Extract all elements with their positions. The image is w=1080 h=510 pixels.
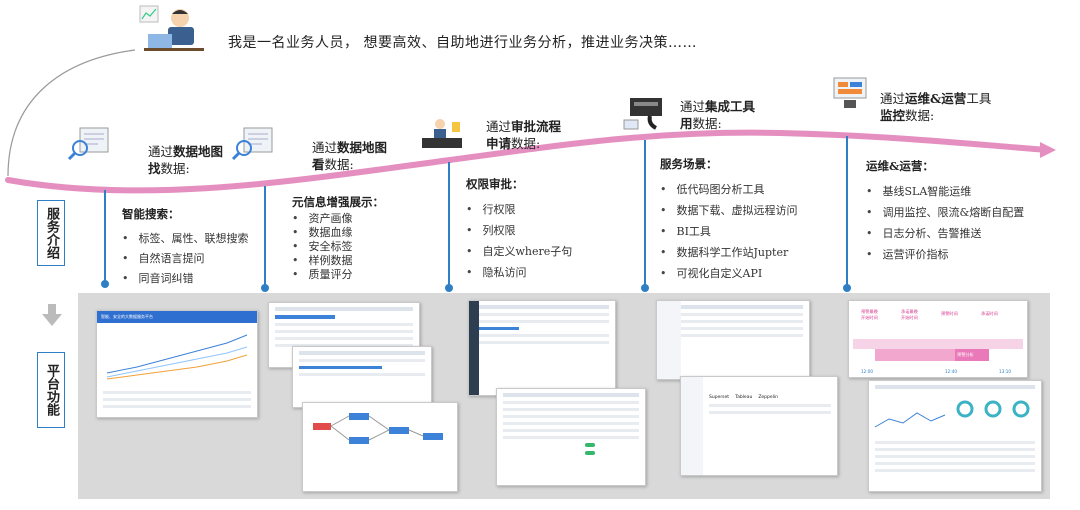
timeline-dot-3	[445, 284, 453, 292]
list-item: 自定义where子句	[466, 241, 573, 262]
stage-title-find: 通过数据地图找数据:	[148, 144, 224, 176]
timeline-dot-4	[641, 284, 649, 292]
stage-details-find: 智能搜索： 标签、属性、联想搜索 自然语言提问 同音词纠错	[122, 206, 249, 289]
screenshot-approval-flow	[468, 300, 616, 396]
list-item: 可视化自定义API	[660, 263, 798, 284]
list-item: 低代码图分析工具	[660, 179, 798, 200]
list-item: 标签、属性、联想搜索	[122, 229, 249, 249]
map-view-illustration	[230, 126, 274, 164]
screenshot-permission-table	[496, 388, 646, 486]
timeline-line-2	[264, 186, 266, 286]
list-item: 同音词纠错	[122, 269, 249, 289]
map-search-illustration	[66, 126, 110, 164]
stage-title-view: 通过数据地图看数据:	[312, 140, 388, 172]
business-person-illustration	[138, 4, 208, 54]
stage-details-apply: 权限审批： 行权限 列权限 自定义where子句 隐私访问	[466, 176, 572, 283]
stage-details-use: 服务场景： 低代码图分析工具 数据下载、虚拟远程访问 BI工具 数据科学工作站J…	[660, 156, 798, 284]
stage-details-monitor: 运维&运营： 基线SLA智能运维 调用监控、限流&熔断自配置 日志分析、告警推送…	[866, 158, 1024, 265]
screenshot-tool-list	[656, 300, 810, 380]
list-item: 运营评价指标	[866, 244, 1024, 265]
screenshot-data-map-search: 智能、安全的大数据服务平台	[96, 310, 258, 418]
tool-integration-illustration	[622, 96, 666, 134]
screenshot-bi-tools: Superset Tableau Zeppelin	[680, 376, 838, 476]
side-label-platform: 平台功能	[37, 352, 65, 428]
list-item: 安全标签	[292, 240, 384, 254]
tool-card-zeppelin: Zeppelin	[758, 395, 778, 400]
screenshot-lineage-graph	[302, 402, 458, 492]
list-item: 数据血缘	[292, 226, 384, 240]
list-item: 数据科学工作站Jupter	[660, 242, 798, 263]
side-label-service: 服务介绍	[37, 200, 65, 266]
timeline-line-1	[104, 190, 106, 282]
ops-monitor-illustration	[828, 76, 872, 114]
screenshot-ops-dashboard	[868, 380, 1042, 492]
intro-statement: 我是一名业务人员， 想要高效、自助地进行业务分析，推进业务决策……	[228, 35, 697, 51]
stage-details-view: 元信息增强展示： 资产画像 数据血缘 安全标签 样例数据 质量评分	[292, 194, 384, 282]
list-item: 样例数据	[292, 254, 384, 268]
tool-card-tableau: Tableau	[735, 395, 753, 400]
list-item: BI工具	[660, 221, 798, 242]
stage-title-use: 通过集成工具用数据:	[680, 99, 756, 131]
timeline-dot-5	[843, 284, 851, 292]
list-item: 隐私访问	[466, 262, 572, 283]
screenshot-data-lineage	[292, 346, 432, 408]
timeline-line-3	[448, 162, 450, 286]
list-item: 自然语言提问	[122, 249, 249, 269]
timeline-dot-2	[261, 284, 269, 292]
list-item: 质量评分	[292, 268, 384, 282]
list-item: 资产画像	[292, 212, 384, 226]
stage-title-monitor: 通过运维&运营工具监控数据:	[880, 91, 992, 123]
list-item: 行权限	[466, 199, 572, 220]
timeline-line-4	[644, 140, 646, 286]
journey-curve	[5, 49, 1056, 194]
list-item: 日志分析、告警推送	[866, 223, 1024, 244]
list-item: 调用监控、限流&熔断自配置	[866, 202, 1025, 223]
approval-desk-illustration	[420, 116, 464, 154]
timeline-line-5	[846, 136, 848, 286]
stage-title-apply: 通过审批流程申请数据:	[486, 119, 562, 151]
list-item: 列权限	[466, 220, 572, 241]
list-item: 基线SLA智能运维	[866, 181, 1024, 202]
tool-card-superset: Superset	[709, 395, 730, 400]
down-arrow-icon	[42, 304, 62, 330]
screenshot-sla-timeline: 预警最晚开始时间 承诺最晚开始时间 预警时间 承诺时间 预警分析 12:00 1…	[848, 300, 1028, 378]
list-item: 数据下载、虚拟远程访问	[660, 200, 798, 221]
timeline-dot-1	[101, 280, 109, 288]
